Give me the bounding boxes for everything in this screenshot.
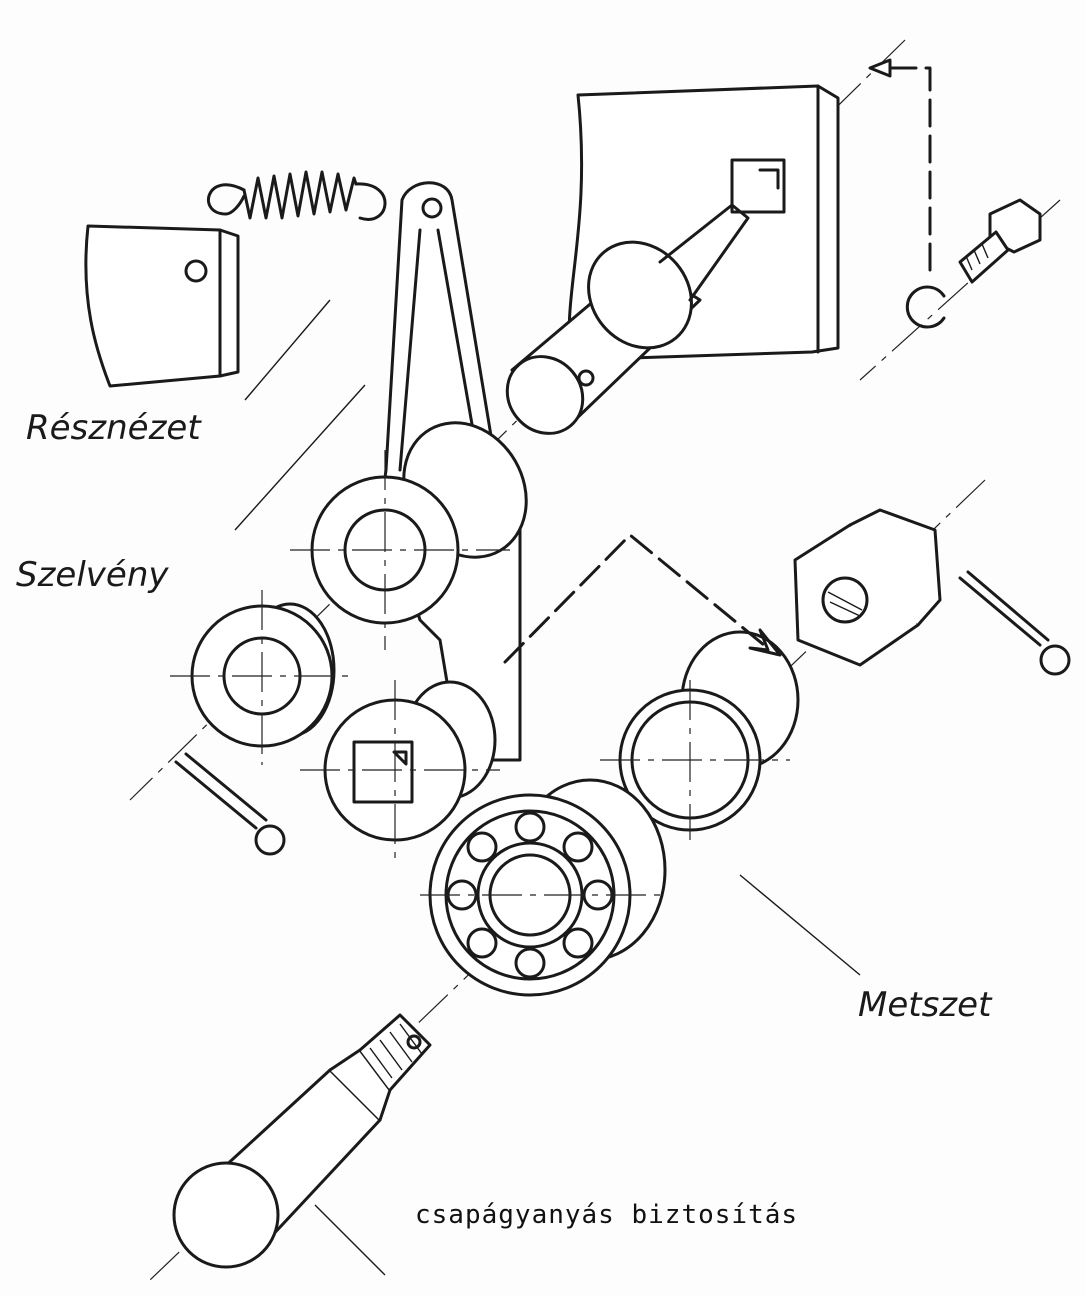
label-partial-view: Résznézet xyxy=(26,408,201,448)
assembly-arrow-middle xyxy=(503,533,782,664)
assembly-arrow-top xyxy=(868,58,932,272)
leader-section xyxy=(739,874,861,976)
leader-partial-view xyxy=(244,299,331,401)
caption: csapágyanyás biztosítás xyxy=(415,1200,799,1230)
bushing-sleeve xyxy=(600,630,800,840)
threaded-shaft xyxy=(172,1013,432,1269)
label-section: Metszet xyxy=(858,985,992,1025)
castle-nut xyxy=(793,508,942,667)
tension-spring xyxy=(207,170,387,221)
lever-hub-lower xyxy=(300,680,500,860)
spacer-washer xyxy=(170,590,355,765)
label-profile-section: Szelvény xyxy=(16,555,169,595)
partial-view-plate xyxy=(84,224,240,388)
cotter-pin-right xyxy=(958,570,1071,676)
leader-profile-section xyxy=(234,384,366,531)
pivot-shaft xyxy=(505,203,750,435)
leader-threaded-shaft xyxy=(314,1204,386,1276)
bolt-axis-centerline xyxy=(859,199,1061,381)
retaining-c-ring xyxy=(905,285,946,329)
hex-bolt xyxy=(958,198,1042,284)
ball-bearing xyxy=(420,778,667,997)
lever-hub-upper xyxy=(290,421,528,650)
cotter-pin-left xyxy=(174,752,286,856)
